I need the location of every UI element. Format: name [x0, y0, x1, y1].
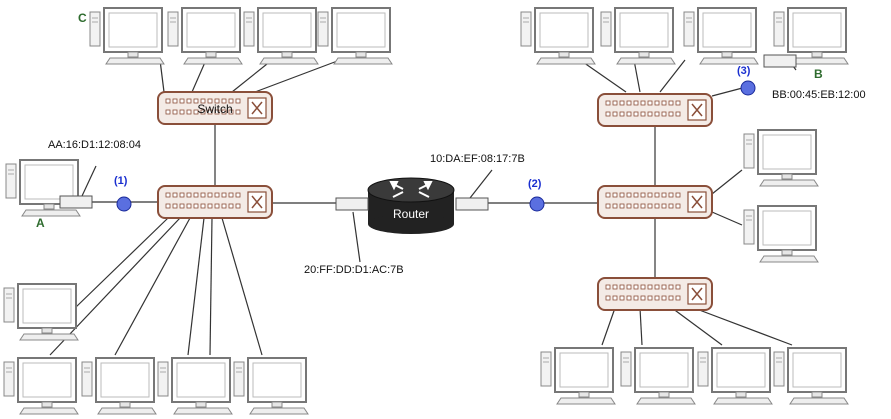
- pc-top-left-3: [243, 7, 319, 65]
- pc-top-right-1: [520, 7, 596, 65]
- pc-top-right-3: [683, 7, 759, 65]
- pc-top-right-2: [600, 7, 676, 65]
- pc-right-middle-2: [743, 205, 819, 263]
- pc-bottom-left-1: [3, 357, 79, 415]
- pc-bottom-left-3: [157, 357, 233, 415]
- pc-bottom-right-4: [773, 347, 849, 405]
- pc-bottom-right-1: [540, 347, 616, 405]
- host-b-label: B: [814, 67, 823, 81]
- pc-c: [89, 7, 165, 65]
- pc-right-middle-1: [743, 129, 819, 187]
- host-a-label: A: [36, 216, 45, 230]
- pc-bottom-right-3: [697, 347, 773, 405]
- mac-b-label: BB:00:45:EB:12:00: [772, 89, 866, 101]
- capture-points: [116, 80, 756, 212]
- point-1-label: (1): [114, 175, 128, 187]
- pc-lower-left-1: [3, 283, 79, 341]
- switch-bottom-right: [597, 277, 713, 311]
- host-c-label: C: [78, 11, 87, 25]
- point-3-label: (3): [737, 65, 751, 77]
- mac-a-label: AA:16:D1:12:08:04: [48, 139, 141, 151]
- switch-label: Switch: [197, 102, 232, 116]
- point-3-marker: [740, 80, 756, 96]
- pc-top-left-4: [317, 7, 393, 65]
- switch-top-right: [597, 93, 713, 127]
- router-label: Router: [393, 207, 429, 221]
- point-1-marker: [116, 196, 132, 212]
- point-2-label: (2): [528, 178, 542, 190]
- router: [367, 177, 455, 234]
- switch-left: [157, 185, 273, 219]
- point-2-marker: [529, 196, 545, 212]
- nic-router-left: [335, 197, 369, 211]
- nic-boxes: [59, 54, 797, 211]
- pc-bottom-left-2: [81, 357, 157, 415]
- mac-router-right-label: 10:DA:EF:08:17:7B: [430, 153, 525, 165]
- nic-b: [763, 54, 797, 68]
- pc-top-left-2: [167, 7, 243, 65]
- pc-bottom-left-4: [233, 357, 309, 415]
- nic-router-right: [455, 197, 489, 211]
- mac-router-left-label: 20:FF:DD:D1:AC:7B: [304, 264, 404, 276]
- nic-a: [59, 195, 93, 209]
- switch-right-middle: [597, 185, 713, 219]
- pc-bottom-right-2: [620, 347, 696, 405]
